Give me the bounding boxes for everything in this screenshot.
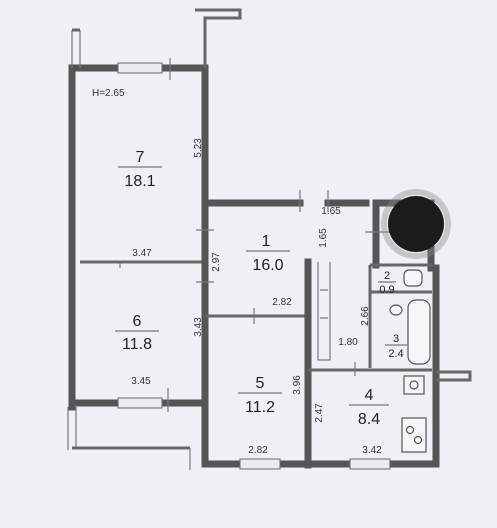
balcony-bottom-rail xyxy=(67,407,77,450)
burner-1 xyxy=(405,425,415,435)
stove-burner xyxy=(409,380,419,390)
room-6-area: 11.8 xyxy=(122,336,152,353)
entry-door-ticks xyxy=(299,190,329,212)
window-room6 xyxy=(117,397,163,409)
closet xyxy=(317,262,331,361)
room-2-area: 0.9 xyxy=(379,284,394,296)
fixtures xyxy=(389,269,431,453)
sink xyxy=(389,304,403,316)
dimension-labels: 5.23 3.47 2.97 3.43 3.45 1.65 1.65 2.82 … xyxy=(131,138,382,456)
room-labels: 7 18.1 1 16.0 6 11.8 5 11.2 4 8.4 2 0.9 … xyxy=(115,149,407,428)
window-room5 xyxy=(239,458,281,470)
dim-2-82-bottom: 2.82 xyxy=(248,445,268,456)
dim-2-97: 2.97 xyxy=(211,252,222,272)
room-3-number: 3 xyxy=(393,333,399,345)
balcony-top-rail xyxy=(71,30,81,68)
room-4-number: 4 xyxy=(365,387,374,404)
dim-1-80: 1.80 xyxy=(338,337,358,348)
dim-1-65-vertical: 1.65 xyxy=(318,228,329,248)
room-7-number: 7 xyxy=(136,149,145,166)
dim-2-82-top: 2.82 xyxy=(272,297,292,308)
ceiling-height-label: H=2.65 xyxy=(92,88,125,99)
dim-3-47: 3.47 xyxy=(132,248,152,259)
dim-5-23: 5.23 xyxy=(193,138,204,158)
balcony-top-right xyxy=(195,8,242,68)
door-tick-top xyxy=(119,58,171,268)
room-2-number: 2 xyxy=(384,270,390,282)
room-1-number: 1 xyxy=(262,233,271,250)
room-6-number: 6 xyxy=(133,313,142,330)
room-7-area: 18.1 xyxy=(124,173,155,190)
closet-shelves xyxy=(320,289,328,319)
dim-3-42: 3.42 xyxy=(362,445,382,456)
room-1-area: 16.0 xyxy=(252,257,283,274)
dim-3-96: 3.96 xyxy=(292,375,303,395)
door-ticks-left xyxy=(196,229,214,283)
dim-2-47: 2.47 xyxy=(314,403,325,423)
room-5-number: 5 xyxy=(256,375,265,392)
dim-1-65-horizontal: 1.65 xyxy=(321,206,341,217)
window-room7 xyxy=(117,62,163,74)
door-marks xyxy=(119,58,392,412)
burner-2 xyxy=(413,435,423,445)
door-ticks-hall xyxy=(354,231,392,376)
room-4-area: 8.4 xyxy=(358,411,380,428)
dim-3-45: 3.45 xyxy=(131,376,151,387)
dim-2-66: 2.66 xyxy=(360,306,371,326)
interior-walls xyxy=(80,199,432,469)
windows xyxy=(117,62,391,470)
room-3-area: 2.4 xyxy=(388,348,403,360)
balcony-right-stub xyxy=(436,370,472,382)
camera-lens-shadow xyxy=(388,196,444,252)
toilet xyxy=(403,269,423,287)
room-5-area: 11.2 xyxy=(245,399,275,416)
bathtub xyxy=(407,299,431,365)
balconies xyxy=(67,8,472,470)
camera-lens-halo xyxy=(381,189,451,259)
kitchen-counter xyxy=(401,417,427,453)
dim-3-43: 3.43 xyxy=(193,317,204,337)
window-room4 xyxy=(349,458,391,470)
